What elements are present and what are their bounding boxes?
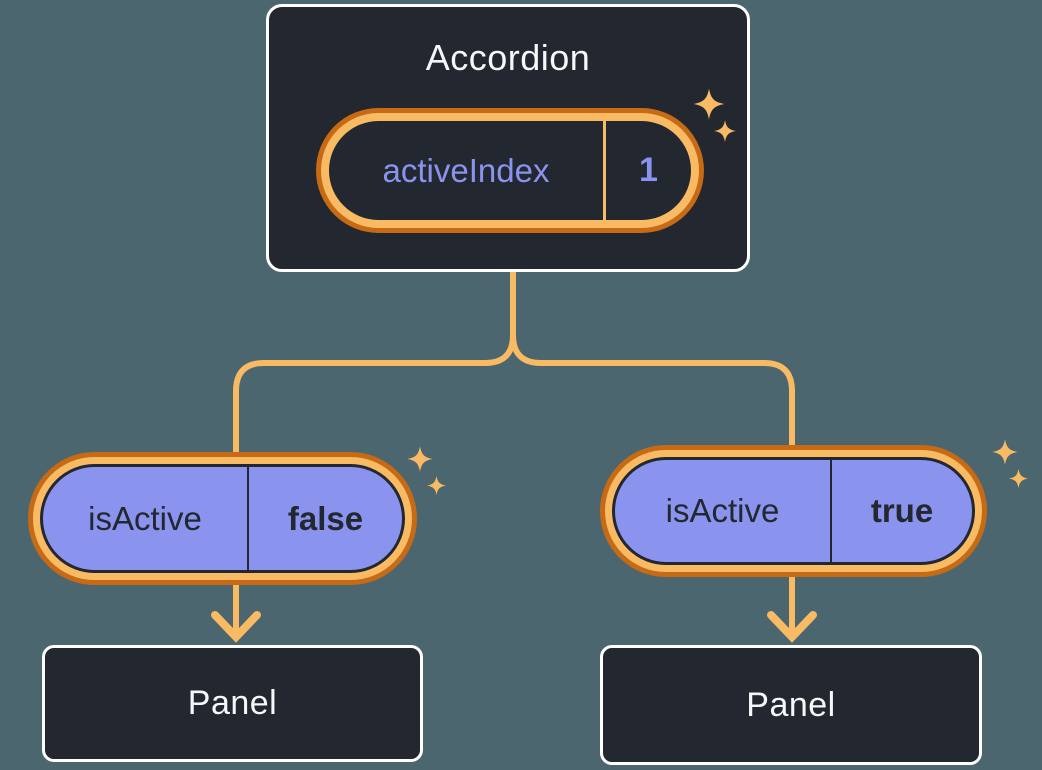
arrow-down-icon (767, 611, 817, 643)
prop-pill-isactive-right: isActive true (600, 445, 987, 577)
state-pill-body: activeIndex 1 (329, 121, 691, 220)
prop-value: false (287, 499, 364, 537)
sparkle-icon (992, 439, 1018, 465)
prop-label: isActive (88, 499, 202, 537)
pill-divider (247, 467, 249, 570)
panel-label: Panel (187, 684, 278, 722)
panel-node-left: Panel (42, 645, 423, 762)
prop-pill-body: isActive false (40, 464, 405, 573)
connector-right-branch (510, 272, 795, 633)
arrow-down-icon (211, 611, 261, 643)
prop-value: true (870, 492, 934, 529)
state-pill-activeindex: activeIndex 1 (316, 108, 704, 233)
state-pill-ring: activeIndex 1 (321, 113, 699, 228)
sparkle-icon (1008, 468, 1029, 489)
sparkle-icon (693, 88, 725, 120)
pill-divider (830, 460, 832, 562)
accordion-title: Accordion (425, 37, 591, 78)
prop-pill-body: isActive true (612, 457, 975, 565)
sparkle-icon (426, 475, 447, 496)
prop-pill-ring: isActive true (605, 450, 982, 572)
pill-divider (603, 121, 606, 220)
panel-node-right: Panel (600, 645, 982, 765)
accordion-node: Accordion activeIndex 1 (266, 4, 750, 272)
state-label: activeIndex (382, 151, 550, 189)
prop-pill-ring: isActive false (33, 457, 412, 580)
sparkle-icon (407, 446, 433, 472)
prop-pill-isactive-left: isActive false (28, 452, 417, 585)
state-value: 1 (639, 151, 658, 189)
panel-label: Panel (746, 685, 836, 724)
sparkle-icon (714, 120, 736, 142)
prop-label: isActive (665, 492, 780, 529)
